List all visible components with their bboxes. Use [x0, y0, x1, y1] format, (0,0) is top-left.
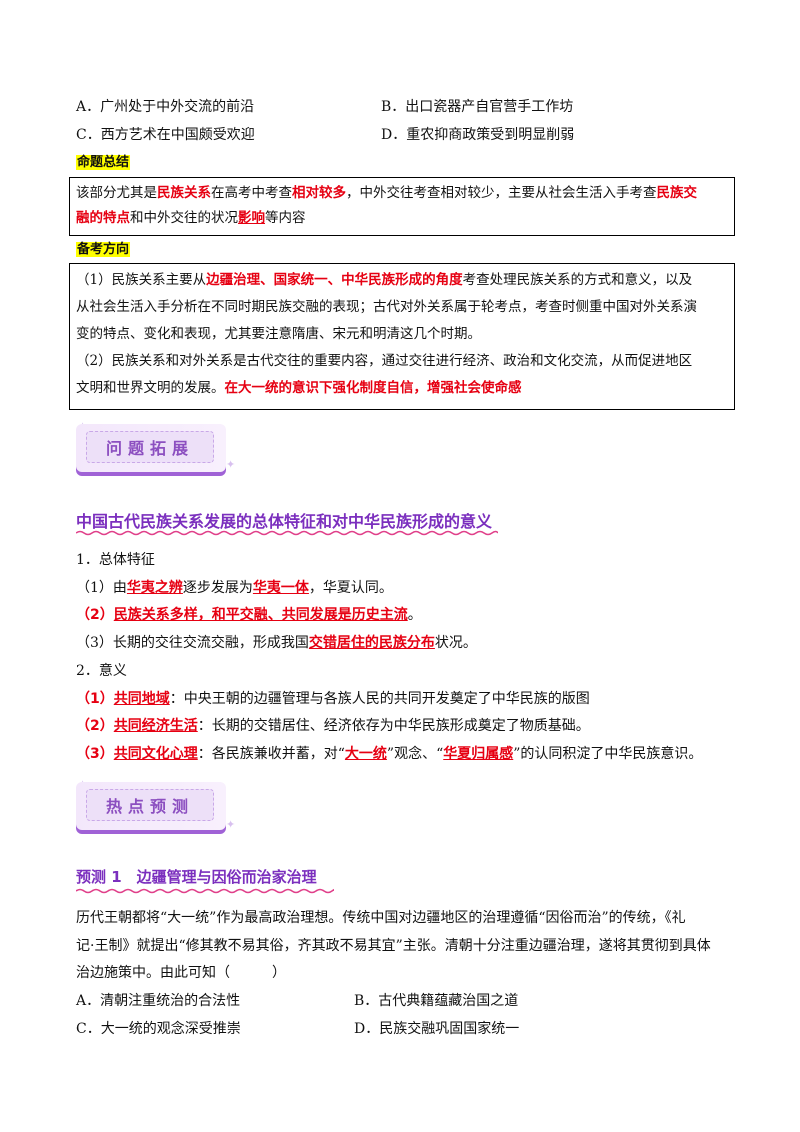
direction-text: （1）民族关系主要从边疆治理、国家统一、中华民族形成的角度考查处理民族关系的方式… — [76, 272, 697, 396]
wavy-underline — [76, 530, 498, 536]
summary-text: 该部分尤其是民族关系在高考中考查相对较多，中外交往考查相对较少，主要从社会生活入… — [76, 185, 697, 226]
badge-hot-predict: 热点预测 — [76, 782, 226, 830]
predict-option-d: D．民族交融巩固国家统一 — [354, 1021, 520, 1037]
sparkle-icon: ✦ — [226, 818, 236, 831]
predict-option-a: A．清朝注重统治的合法性 — [76, 993, 241, 1009]
significance-2: （2）共同经济生活：长期的交错居住、经济依存为中华民族形成奠定了物质基础。 — [76, 718, 590, 734]
option-c: C．西方艺术在中国颇受欢迎 — [76, 127, 255, 143]
direction-heading: 备考方向 — [76, 242, 131, 257]
option-b: B．出口瓷器产自官营手工作坊 — [381, 99, 574, 115]
feature-2: （2）民族关系多样，和平交融、共同发展是历史主流。 — [76, 607, 422, 623]
question-line-2: 记·王制》就提出“修其教不易其俗，齐其政不易其宜”主张。清朝十分注重边疆治理，遂… — [76, 938, 711, 954]
heading-features: 1．总体特征 — [76, 552, 155, 568]
sparkle-icon: ✦ — [226, 458, 236, 471]
question-line-1: 历代王朝都将“大一统”作为最高政治理想。传统中国对边疆地区的治理遵循“因俗而治”… — [76, 910, 686, 926]
badge-label: 热点预测 — [86, 789, 214, 821]
option-d: D．重农抑商政策受到明显削弱 — [381, 127, 575, 143]
badge-label: 问题拓展 — [86, 431, 214, 463]
significance-3: （3）共同文化心理：各民族兼收并蓄，对“大一统”观念、“华夏归属感”的认同积淀了… — [76, 746, 703, 762]
predict-option-b: B．古代典籍蕴藏治国之道 — [354, 993, 519, 1009]
feature-3: （3）长期的交往交流交融，形成我国交错居住的民族分布状况。 — [76, 635, 477, 651]
heading-significance: 2．意义 — [76, 663, 127, 679]
summary-heading: 命题总结 — [76, 155, 131, 170]
direction-box: （1）民族关系主要从边疆治理、国家统一、中华民族形成的角度考查处理民族关系的方式… — [69, 263, 735, 410]
significance-1: （1）共同地域：中央王朝的边疆管理与各族人民的共同开发奠定了中华民族的版图 — [76, 691, 590, 707]
question-line-3: 治边施策中。由此可知（ ） — [76, 965, 286, 981]
option-a: A．广州处于中外交流的前沿 — [76, 99, 255, 115]
summary-box: 该部分尤其是民族关系在高考中考查相对较多，中外交往考查相对较少，主要从社会生活入… — [69, 177, 735, 236]
predict-option-c: C．大一统的观念深受推崇 — [76, 1021, 241, 1037]
section-title: 中国古代民族关系发展的总体特征和对中华民族形成的意义 — [76, 512, 493, 531]
wavy-underline — [76, 888, 334, 894]
badge-problem-extension: 问题拓展 — [76, 424, 226, 472]
predict-title: 预测 1 边疆管理与因俗而治家治理 — [76, 868, 317, 886]
feature-1: （1）由华夷之辨逐步发展为华夷一体，华夏认同。 — [76, 580, 393, 596]
